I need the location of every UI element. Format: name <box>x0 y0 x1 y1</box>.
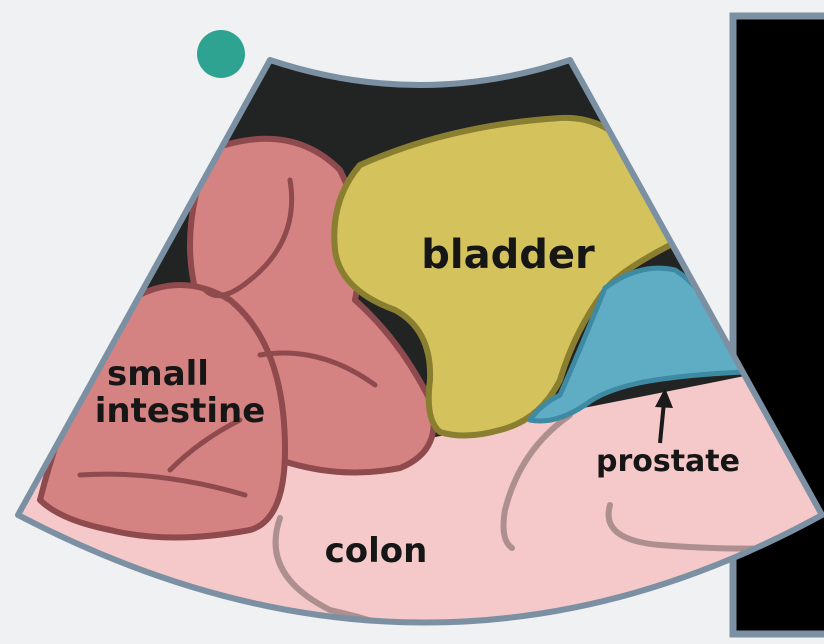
orientation-indicator-dot <box>197 30 245 78</box>
label-small-intestine-line1: small <box>107 354 209 394</box>
label-bladder: bladder <box>421 232 595 278</box>
label-prostate: prostate <box>596 444 740 479</box>
label-colon: colon <box>325 531 428 571</box>
label-small-intestine-line2: intestine <box>95 391 266 431</box>
